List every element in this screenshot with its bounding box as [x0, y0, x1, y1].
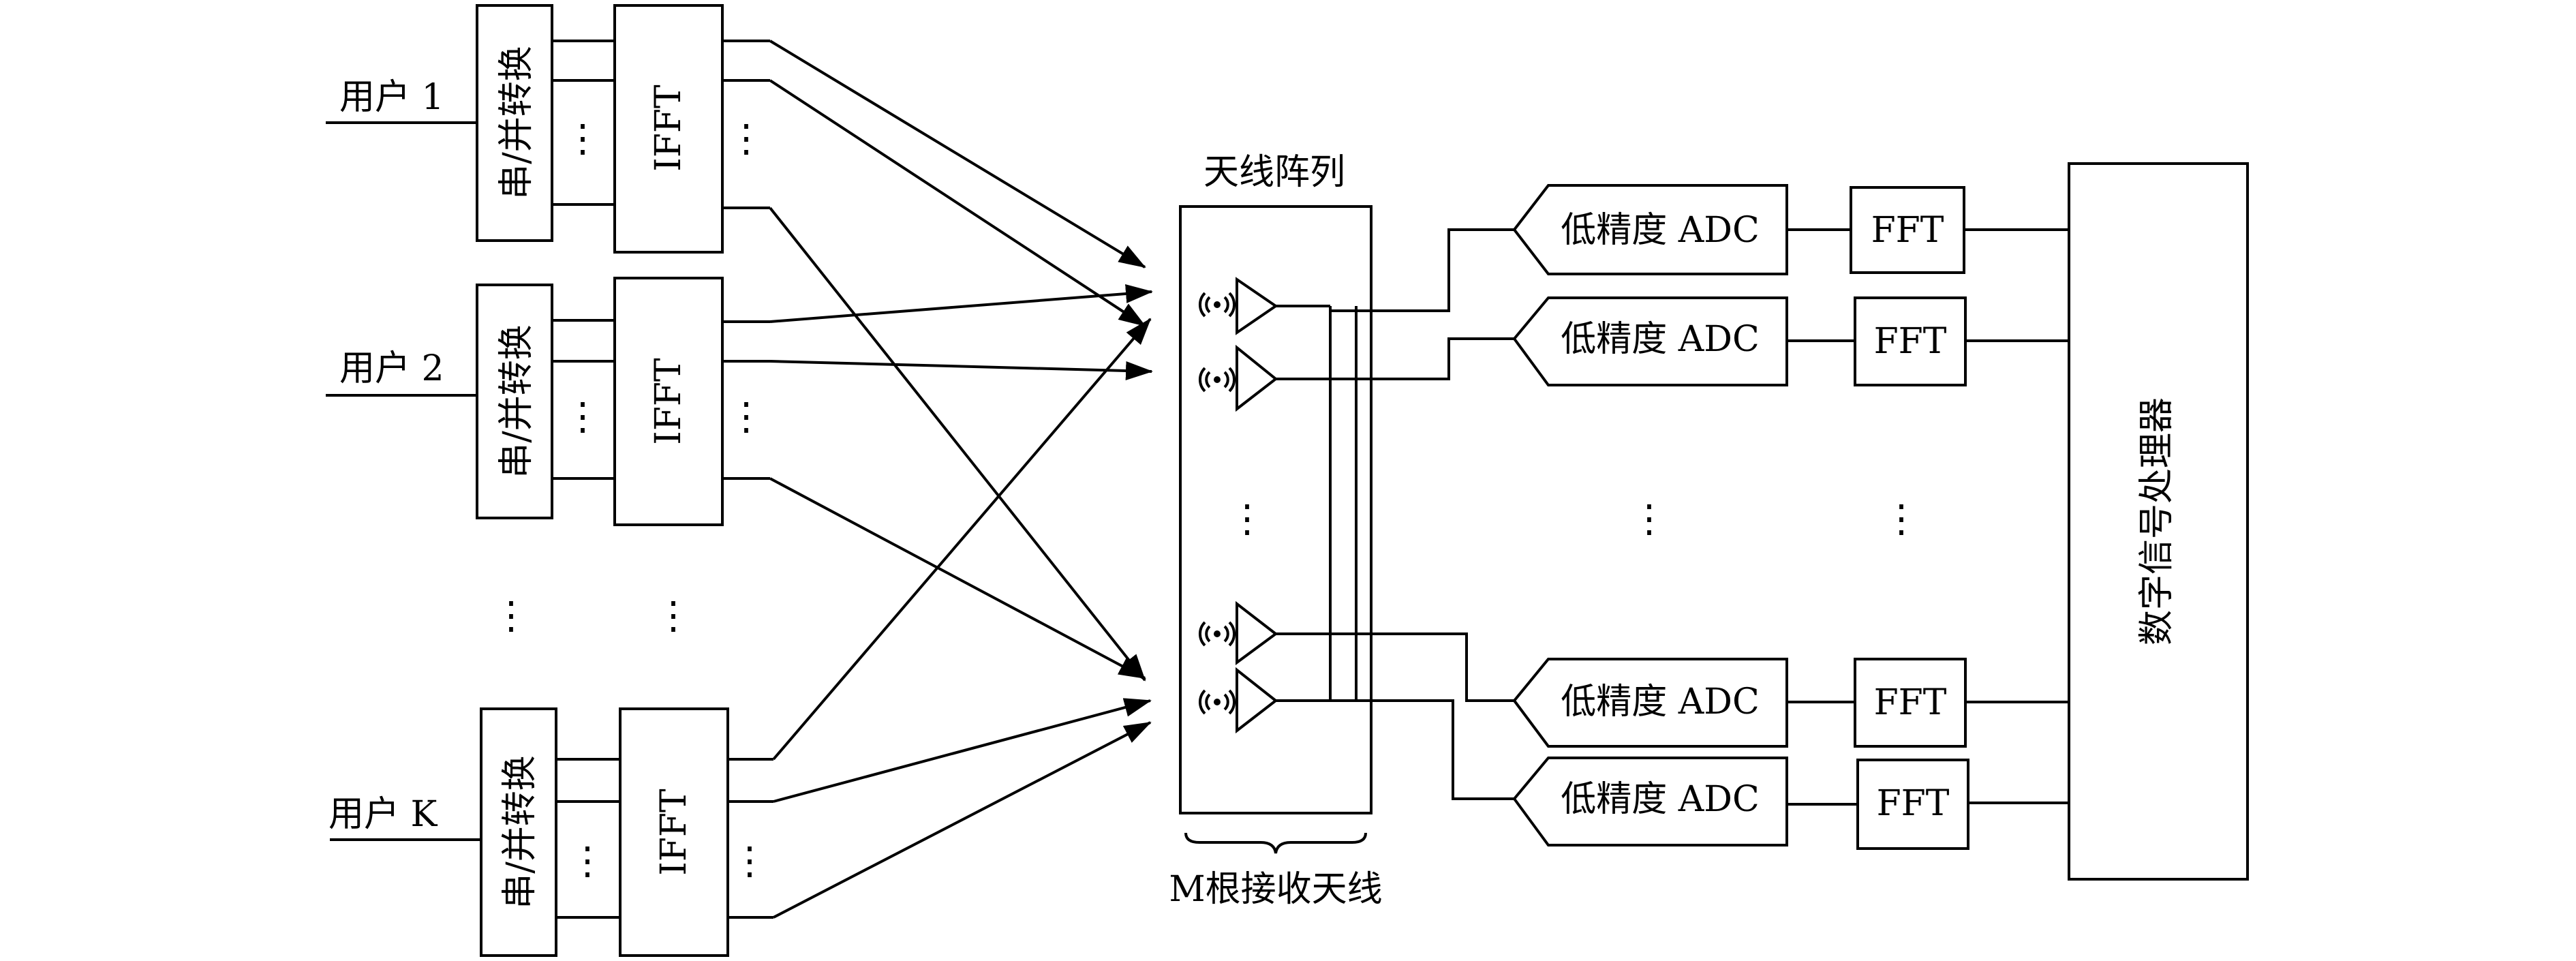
dsp-block	[2068, 162, 2249, 881]
user-k-sp-label: 串/并转换	[500, 755, 540, 909]
user-1-ifft-block	[613, 4, 724, 254]
fft-label: FFT	[1874, 682, 1947, 723]
channel-arrow	[773, 698, 1152, 803]
channel-arrow	[769, 477, 1146, 680]
user-k-ifft-dots: ⋮	[731, 839, 769, 883]
adc-block	[1512, 757, 1788, 846]
user-2-branch: 用户 2 串/并转换 ⋮ IFFT ⋮	[326, 277, 770, 526]
user-k-label: 用户 K	[328, 794, 438, 835]
adc-label: 低精度 ADC	[1561, 682, 1760, 722]
user-1-ifft-label: IFFT	[648, 85, 689, 172]
fft-label: FFT	[1877, 783, 1950, 824]
adc-chain-m-1: 低精度 ADC FFT	[1512, 658, 2069, 748]
array-to-adc-wires	[1330, 228, 1514, 800]
antenna-caption: M根接收天线	[1169, 869, 1382, 910]
channel-arrow	[769, 40, 1146, 269]
channel-arrow	[769, 207, 1146, 682]
user-1-sp-dots: ⋮	[564, 117, 602, 161]
user-1-label: 用户 1	[339, 77, 444, 118]
user-k-ifft-label: IFFT	[654, 789, 694, 876]
digital-signal-processor: 数字信号处理器	[2068, 162, 2249, 881]
adc-chain-1: 低精度 ADC FFT	[1512, 184, 2069, 275]
user-1-sp-label: 串/并转换	[496, 46, 537, 200]
adc-label: 低精度 ADC	[1561, 779, 1760, 820]
dsp-label: 数字信号处理器	[2136, 397, 2177, 645]
user-2-sp-converter	[476, 284, 553, 519]
users-gap-dots-right: ⋮	[654, 594, 692, 638]
fft-label: FFT	[1871, 210, 1944, 251]
antenna-array: 天线阵列	[1169, 152, 1382, 910]
adc-label: 低精度 ADC	[1561, 319, 1760, 360]
fft-block	[1856, 759, 1969, 850]
fft-label: FFT	[1874, 321, 1947, 362]
user-2-label: 用户 2	[339, 348, 444, 389]
channel-arrow	[769, 360, 1153, 380]
user-k-sp-converter	[480, 707, 557, 957]
user-1-sp-converter	[476, 4, 553, 242]
adc-label: 低精度 ADC	[1561, 210, 1760, 251]
user-2-ifft-dots: ⋮	[727, 395, 765, 439]
antenna-array-title: 天线阵列	[1203, 152, 1345, 193]
antenna-element	[1198, 344, 1330, 412]
antenna-element	[1198, 600, 1330, 665]
adc-chain-m: 低精度 ADC FFT	[1512, 757, 2077, 850]
adc-dots: ⋮	[1630, 497, 1668, 541]
antenna-element	[1198, 667, 1330, 734]
user-2-ifft-block	[613, 277, 724, 526]
adc-chain-2: 低精度 ADC FFT	[1512, 296, 2069, 386]
user-k-ifft-block	[619, 707, 729, 957]
user-2-sp-label: 串/并转换	[496, 324, 537, 478]
channel-arrow	[769, 79, 1146, 327]
channel-arrow	[769, 284, 1153, 323]
fft-block	[1850, 186, 1965, 274]
user-k-branch: 用户 K 串/并转换 ⋮ IFFT ⋮	[328, 707, 773, 957]
user-k-sp-dots: ⋮	[568, 839, 607, 883]
user-1-ifft-dots: ⋮	[727, 117, 765, 161]
user-1-branch: 用户 1 串/并转换 ⋮ IFFT ⋮	[326, 4, 770, 254]
channel-arrow	[772, 318, 1152, 761]
antenna-element	[1198, 277, 1330, 335]
fft-dots: ⋮	[1882, 497, 1920, 541]
users-gap-dots-left: ⋮	[492, 594, 530, 638]
user-2-ifft-label: IFFT	[648, 358, 689, 445]
fft-block	[1854, 296, 1967, 386]
channel-arrows	[769, 40, 1153, 919]
antenna-brace	[1184, 832, 1367, 854]
channel-arrow	[773, 721, 1152, 919]
antenna-dots: ⋮	[1228, 497, 1266, 541]
user-2-sp-dots: ⋮	[564, 395, 602, 439]
